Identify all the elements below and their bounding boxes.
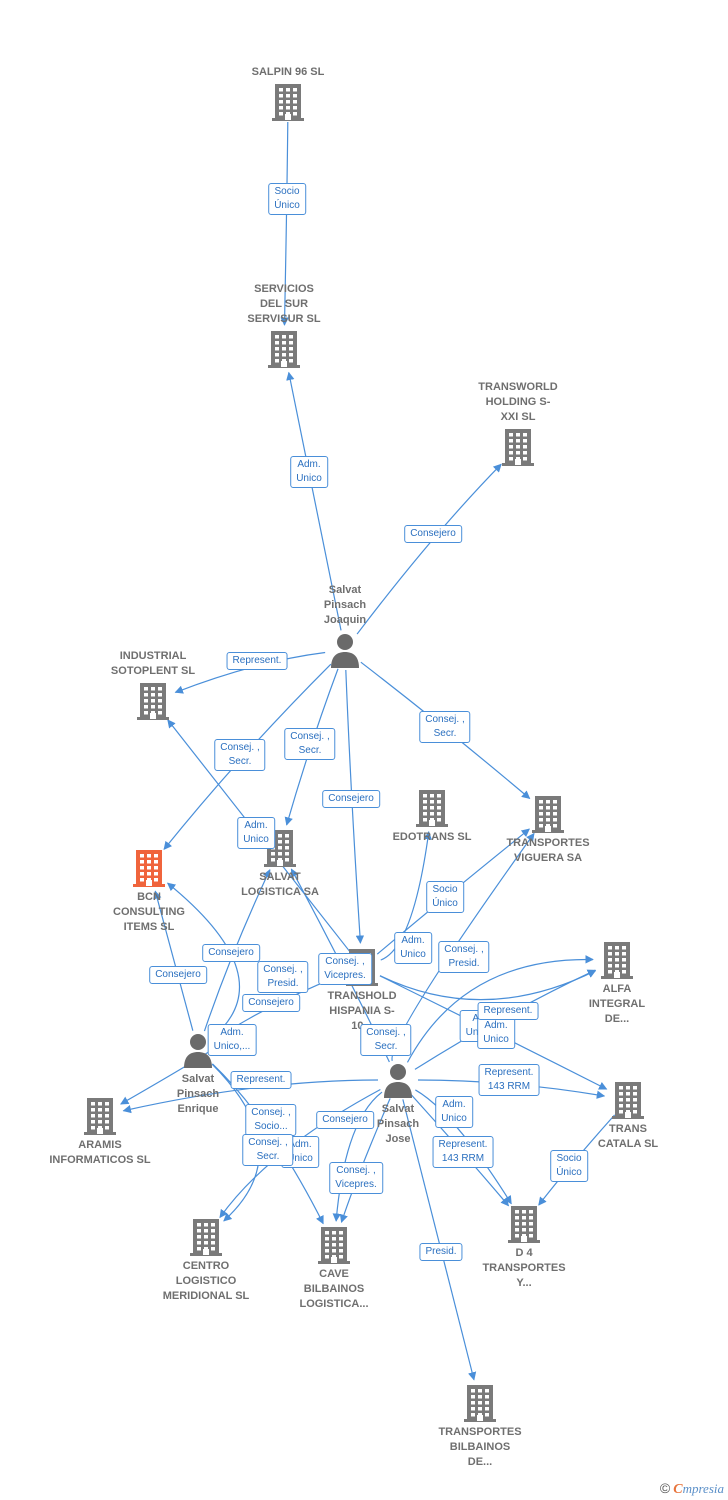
building-icon <box>137 683 169 720</box>
relation-label[interactable]: Adm. Unico <box>237 817 275 849</box>
building-icon <box>612 1082 644 1119</box>
node-label: Salvat Pinsach Jose <box>376 1103 420 1145</box>
relation-label[interactable]: Consejero <box>202 944 260 962</box>
relation-label[interactable]: Presid. <box>419 1243 463 1261</box>
node-label: CENTRO LOGISTICO MERIDIONAL SL <box>162 1260 250 1302</box>
relation-label[interactable]: Socio Único <box>426 881 464 913</box>
node-label: INDUSTRIAL SOTOPLENT SL <box>110 650 196 677</box>
node-label: SALPIN 96 SL <box>251 66 325 78</box>
relation-label[interactable]: Consej. , Secr. <box>242 1134 294 1166</box>
relation-label[interactable]: Consej. , Socio... <box>245 1104 297 1136</box>
node-label: TRANSWORLD HOLDING S- XXI SL <box>478 381 558 423</box>
person-icon <box>184 1034 212 1068</box>
node-label: CAVE BILBAINOS LOGISTICA... <box>299 1268 369 1310</box>
node-label: D 4 TRANSPORTES Y... <box>482 1247 566 1289</box>
relation-label[interactable]: Consej. , Secr. <box>360 1024 412 1056</box>
building-icon <box>464 1385 496 1422</box>
relation-label[interactable]: Represent. <box>226 652 288 670</box>
relation-label[interactable]: Consejero <box>404 525 462 543</box>
relation-label[interactable]: Consejero <box>149 966 207 984</box>
relation-label[interactable]: Represent. <box>477 1002 539 1020</box>
relation-label[interactable]: Consej. , Secr. <box>214 739 266 771</box>
node-label: BCN CONSULTING ITEMS SL <box>113 891 185 933</box>
footer-brand: ©Cmpresia <box>660 1480 724 1498</box>
relation-edge <box>332 1091 383 1222</box>
node-label: TRANS CATALA SL <box>597 1123 659 1150</box>
relation-label[interactable]: Consej. , Vicepres. <box>318 953 372 985</box>
building-icon <box>601 942 633 979</box>
relation-label[interactable]: Adm. Unico <box>435 1096 473 1128</box>
relation-label[interactable]: Consej. , Presid. <box>257 961 309 993</box>
relation-label[interactable]: Adm. Unico <box>290 456 328 488</box>
building-icon <box>268 331 300 368</box>
node-label: TRANSPORTES VIGUERA SA <box>506 837 590 864</box>
building-icon <box>508 1206 540 1243</box>
relation-label[interactable]: Consej. , Secr. <box>419 711 471 743</box>
relation-label[interactable]: Adm. Unico <box>394 932 432 964</box>
relation-label[interactable]: Adm. Unico <box>477 1017 515 1049</box>
relation-label[interactable]: Socio Único <box>268 183 306 215</box>
copyright-symbol: © <box>659 1480 671 1496</box>
building-icon <box>84 1098 116 1135</box>
relation-edge <box>380 830 432 961</box>
brand-initial: C <box>673 1482 683 1497</box>
relation-label[interactable]: Represent. 143 RRM <box>432 1136 494 1168</box>
building-icon <box>416 790 448 827</box>
relation-label[interactable]: Consej. , Vicepres. <box>329 1162 383 1194</box>
relation-label[interactable]: Consejero <box>316 1111 374 1129</box>
relation-label[interactable]: Consejero <box>322 790 380 808</box>
person-icon <box>384 1064 412 1098</box>
building-icon <box>272 84 304 121</box>
relation-edge <box>166 882 241 1038</box>
node-label: ARAMIS INFORMATICOS SL <box>49 1139 151 1166</box>
node-label: EDOTRANS SL <box>392 831 472 843</box>
relation-label[interactable]: Consej. , Presid. <box>438 941 490 973</box>
building-icon <box>502 429 534 466</box>
building-icon <box>318 1227 350 1264</box>
building-icon <box>532 796 564 833</box>
node-label: SERVICIOS DEL SUR SERVISUR SL <box>247 283 321 325</box>
relation-label[interactable]: Adm. Unico,... <box>207 1024 257 1056</box>
relation-label[interactable]: Represent. <box>230 1071 292 1089</box>
relation-edge <box>415 1089 512 1205</box>
brand-name: mpresia <box>682 1481 724 1496</box>
relation-label[interactable]: Consejero <box>242 994 300 1012</box>
relation-edge <box>406 955 594 1063</box>
node-label: TRANSPORTES BILBAINOS DE... <box>438 1426 522 1468</box>
node-label: Salvat Pinsach Enrique <box>176 1073 220 1115</box>
building-icon <box>133 850 165 887</box>
relation-label[interactable]: Consej. , Secr. <box>284 728 336 760</box>
relation-label[interactable]: Represent. 143 RRM <box>478 1064 540 1096</box>
person-icon <box>331 634 359 668</box>
relation-label[interactable]: Socio Único <box>550 1150 588 1182</box>
node-label: ALFA INTEGRAL DE... <box>588 983 646 1025</box>
node-label: Salvat Pinsach Joaquin <box>323 584 367 626</box>
node-label: SALVAT LOGISTICA SA <box>241 871 319 898</box>
building-icon <box>190 1219 222 1256</box>
